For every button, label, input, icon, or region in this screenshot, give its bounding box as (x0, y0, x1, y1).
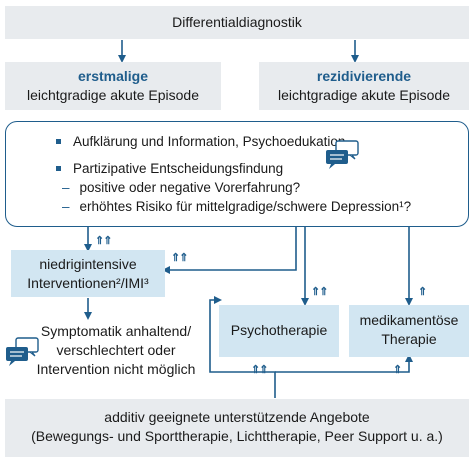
single-up-arrow-icon: ⇑ (393, 364, 402, 376)
arrow-additive-to-psychotherapy (209, 296, 276, 398)
recurrent-episode-label: leichtgradige akute Episode (277, 87, 450, 103)
info-item-participative-text: Partizipative Entscheidungsfindung (73, 161, 284, 176)
first-episode-box: erstmalige leichtgradige akute Episode (5, 62, 221, 110)
info-subitem-risk: –erhöhtes Risiko für mittelgradige/schwe… (62, 199, 412, 214)
arrow-panel-to-low-recurrent (162, 227, 297, 274)
info-subitem-experience: –positive oder negative Vorerfahrung? (62, 180, 301, 195)
differential-diagnosis-box: Differentialdiagnostik (5, 6, 469, 39)
single-up-arrow-icon: ⇑ (418, 286, 427, 298)
first-episode-label: leichtgradige akute Episode (26, 87, 199, 103)
low-intensity-box: niedrigintensive Interventionen²/IMI³ (11, 250, 165, 297)
symptoms-line2: verschlechtert oder (56, 342, 176, 358)
medication-line1: medikamentöse (359, 312, 459, 328)
info-item-education: Aufklärung und Information, Psychoedukat… (56, 133, 345, 151)
bullet-icon (56, 165, 61, 171)
speech-bubbles-icon (326, 140, 359, 169)
recurrent-episode-box: rezidivierende leichtgradige akute Episo… (259, 62, 469, 110)
info-item-education-text: Aufklärung und Information, Psychoedukat… (73, 134, 346, 149)
recurrent-episode-bold-label: rezidivierende (316, 68, 412, 84)
differential-diagnosis-label: Differentialdiagnostik (172, 14, 302, 30)
info-item-participative: Partizipative Entscheidungsfindung (56, 160, 283, 178)
symptoms-line1: Symptomatik anhaltend/ (40, 323, 192, 339)
info-subitem-risk-text: erhöhtes Risiko für mittelgradige/schwer… (79, 199, 412, 214)
low-intensity-line2: Interventionen²/IMI³ (27, 275, 149, 291)
info-subitem-experience-text: positive oder negative Vorerfahrung? (79, 180, 301, 195)
symptoms-text: Symptomatik anhaltend/ verschlechtert od… (30, 322, 202, 379)
double-up-arrow-icon: ⇑⇑ (171, 252, 188, 264)
psychotherapy-label: Psychotherapie (230, 322, 328, 338)
additive-line2: (Bewegungs- und Sporttherapie, Lichtther… (31, 428, 443, 444)
info-panel (5, 121, 469, 227)
double-up-arrow-icon: ⇑⇑ (311, 286, 328, 298)
additive-line1: additiv geeignete unterstützende Angebot… (104, 409, 370, 425)
first-episode-bold-label: erstmalige (77, 68, 149, 84)
psychotherapy-box: Psychotherapie (219, 305, 339, 357)
double-up-arrow-icon: ⇑⇑ (251, 364, 268, 376)
additive-offers-box: additiv geeignete unterstützende Angebot… (5, 399, 469, 457)
medication-line2: Therapie (381, 331, 437, 347)
low-intensity-line1: niedrigintensive (39, 256, 137, 272)
medication-box: medikamentöse Therapie (349, 305, 469, 357)
double-up-arrow-icon: ⇑⇑ (95, 235, 112, 247)
bullet-icon (56, 138, 61, 144)
symptoms-line3: Intervention nicht möglich (36, 361, 196, 377)
arrow-additive-to-medication (275, 354, 413, 373)
speech-bubbles-icon (6, 337, 39, 366)
